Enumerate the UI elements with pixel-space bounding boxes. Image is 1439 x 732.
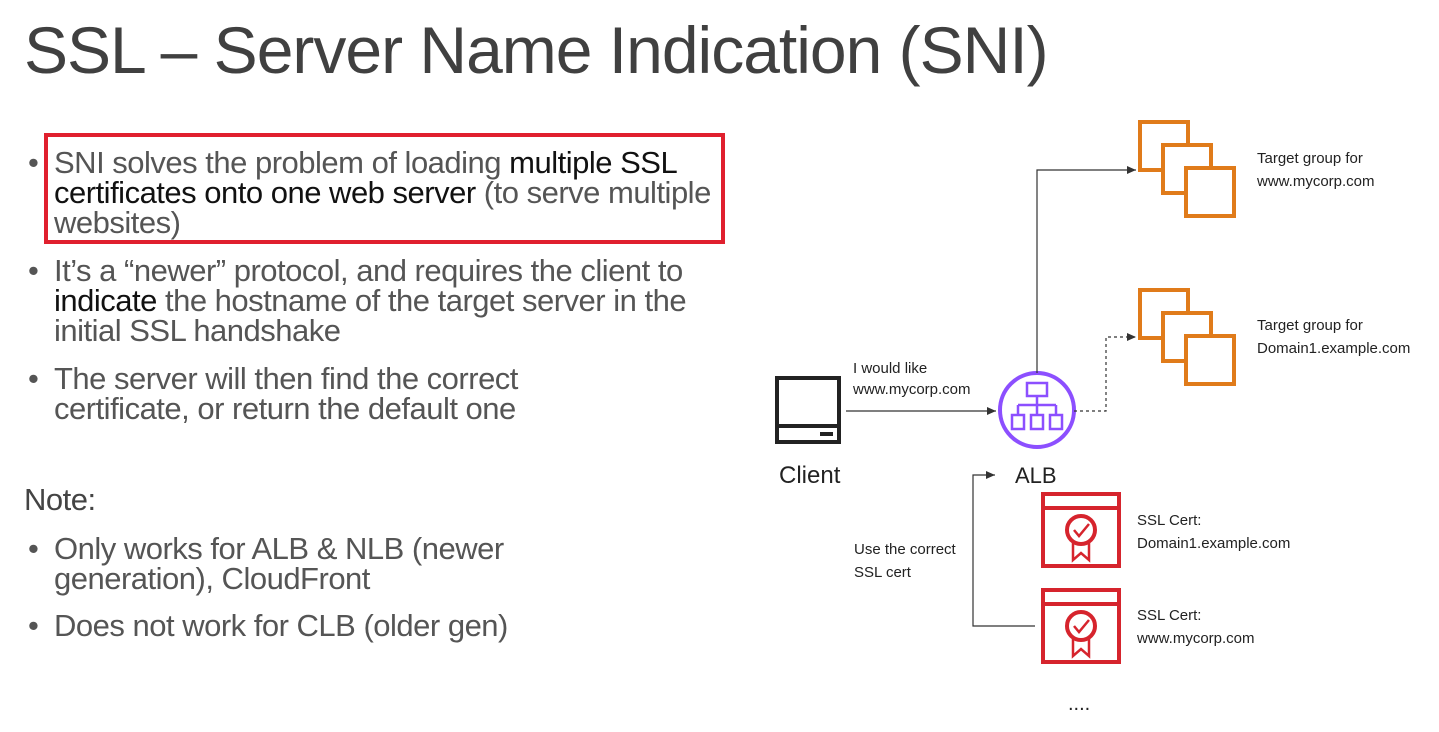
client-computer-icon — [775, 376, 841, 444]
bullet-text: It’s a “newer” protocol, and requires th… — [54, 253, 683, 288]
bullet-text: the hostname of the target server in the… — [54, 283, 687, 348]
sni-diagram: Client I would like www.mycorp.com ALB T… — [775, 120, 1410, 715]
target-group-1-label-line-2: www.mycorp.com — [1256, 173, 1375, 190]
use-cert-label-line-1: Use the correct — [854, 541, 957, 558]
alb-label: ALB — [1015, 463, 1057, 488]
note-bullet-alb-nlb: Only works for ALB & NLB (newer generati… — [24, 533, 614, 594]
request-label-line-1: I would like — [853, 360, 927, 377]
bullet-newer-protocol: It’s a “newer” protocol, and requires th… — [24, 253, 724, 348]
bullet-text: SNI solves the problem of loading — [54, 145, 510, 180]
bullet-server-finds: The server will then find the correct ce… — [24, 361, 614, 426]
note-bullet-clb: Does not work for CLB (older gen) — [24, 610, 724, 641]
bullet-sni-solves: SNI solves the problem of loading multip… — [24, 145, 724, 240]
ssl-certificate-1-icon — [1041, 492, 1121, 568]
target-group-1-label-line-1: Target group for — [1257, 150, 1363, 167]
ssl-cert-1-label-line-2: Domain1.example.com — [1137, 535, 1290, 552]
alb-to-target-group-2-arrow — [1074, 333, 1136, 412]
client-label: Client — [779, 462, 841, 489]
alb-to-target-group-1-arrow — [1036, 166, 1136, 373]
alb-icon — [998, 371, 1076, 449]
target-group-1-icon — [1138, 120, 1236, 218]
cert-lookup-arrow — [972, 471, 1035, 627]
note-heading: Note: — [24, 482, 96, 517]
target-group-2-icon — [1138, 288, 1236, 386]
bullet-emphasis: indicate — [54, 283, 157, 318]
ssl-cert-2-label-line-1: SSL Cert: — [1137, 607, 1201, 624]
slide-title: SSL – Server Name Indication (SNI) — [24, 13, 1049, 87]
ssl-cert-2-label-line-2: www.mycorp.com — [1136, 630, 1255, 647]
ssl-certificate-2-icon — [1041, 588, 1121, 664]
ssl-cert-1-label-line-1: SSL Cert: — [1137, 512, 1201, 529]
more-certs-ellipsis: .... — [1068, 693, 1090, 715]
request-label-line-2: www.mycorp.com — [852, 381, 971, 398]
bullet-text: (to serve multiple websites) — [54, 175, 711, 240]
target-group-2-label-line-2: Domain1.example.com — [1257, 340, 1410, 357]
use-cert-label-line-2: SSL cert — [854, 564, 912, 581]
target-group-2-label-line-1: Target group for — [1257, 317, 1363, 334]
bullet-emphasis: multiple SSL certificates onto one web s… — [54, 145, 677, 210]
bullet-text: The server will then find the correct ce… — [54, 361, 518, 426]
